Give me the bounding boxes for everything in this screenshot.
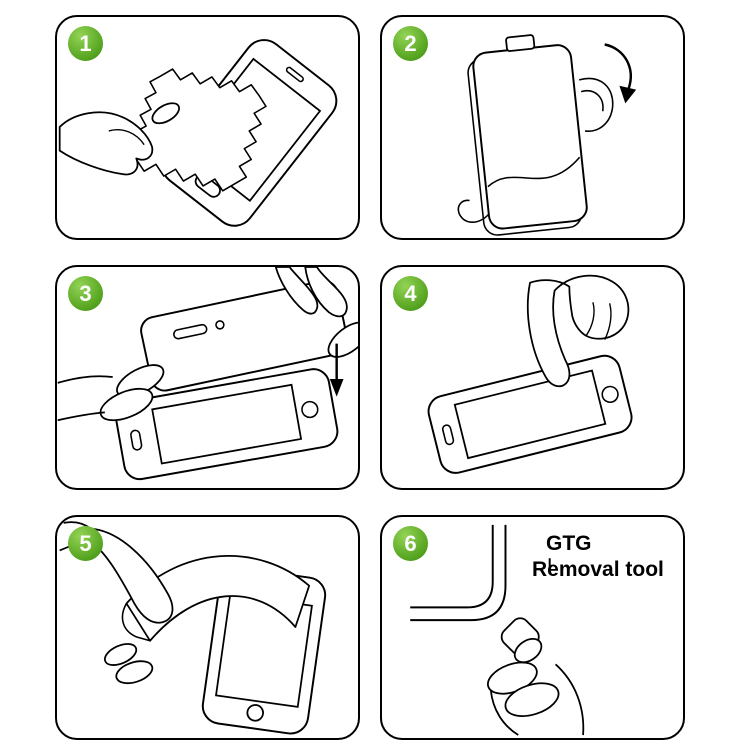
clean-screen-illustration (58, 39, 338, 227)
step-number-badge: 1 (68, 26, 103, 61)
phone-outline (114, 368, 339, 481)
step-panel-2: 2 (380, 15, 685, 240)
peel-film-illustration (457, 34, 637, 236)
step-number: 3 (79, 280, 92, 306)
peeled-layer (578, 77, 614, 132)
step-number-badge: 3 (68, 276, 103, 311)
step-number-badge: 6 (393, 526, 428, 561)
step-panel-3: 3 (55, 265, 360, 490)
press-screen-illustration (427, 274, 633, 474)
protective-film (457, 34, 588, 236)
right-hand-fingers (274, 267, 358, 358)
step-number-badge: 4 (393, 276, 428, 311)
step-number: 1 (79, 30, 92, 56)
step-number: 2 (404, 30, 417, 56)
hand (58, 102, 180, 176)
gtg-label-line2: Removal tool (532, 558, 664, 582)
step-number: 5 (79, 530, 92, 556)
step-number-badge: 2 (393, 26, 428, 61)
curved-film (121, 555, 311, 642)
curved-arrow-icon (604, 43, 637, 104)
left-hand (57, 364, 165, 422)
align-glass-illustration (57, 267, 358, 481)
gtg-removal-tool-label: GTG Removal tool (532, 531, 664, 584)
down-arrow-icon (329, 343, 344, 397)
phone-outline (427, 354, 633, 474)
smoothing-hand (59, 521, 174, 685)
pressing-hand (526, 274, 630, 388)
step-panel-4: 4 (380, 265, 685, 490)
step-number: 6 (404, 530, 417, 556)
step-number-badge: 5 (68, 526, 103, 561)
step-panel-6: 6 GTG Removal tool (380, 515, 685, 740)
gtg-label-line1: GTG (546, 532, 592, 555)
screen-corner (410, 524, 507, 622)
step-number: 4 (404, 280, 417, 306)
removal-tool-illustration (410, 524, 585, 736)
step-panel-1: 1 (55, 15, 360, 240)
step-panel-5: 5 (55, 515, 360, 740)
smooth-film-illustration (59, 521, 327, 735)
holding-hand (487, 638, 585, 736)
